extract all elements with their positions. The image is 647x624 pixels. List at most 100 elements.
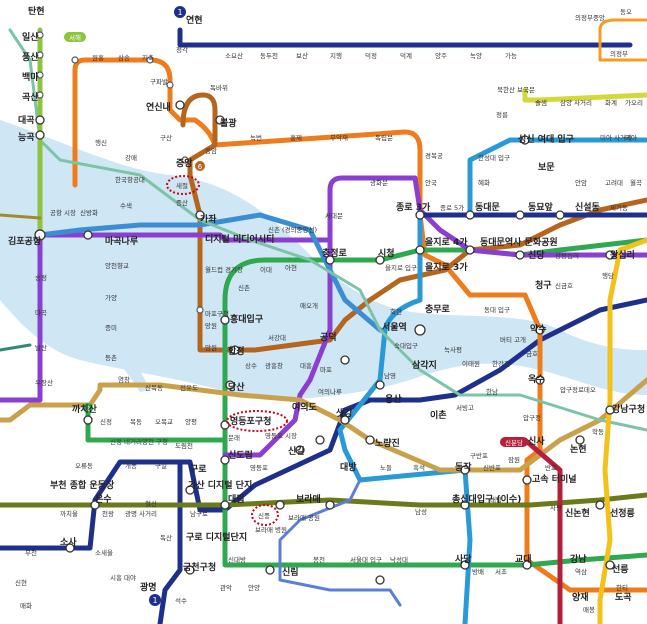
label-bukhansan: 북한산 보국문: [497, 85, 535, 94]
label-jongno3: 종로 3가: [396, 201, 431, 213]
label-jegi: 제기동: [610, 203, 628, 212]
uijeongbu-light: [598, 18, 647, 62]
label-heukseok: 흑석: [413, 463, 425, 472]
label-sinseol: 신설동: [575, 201, 600, 213]
label-bongcheon: 봉천: [313, 555, 325, 564]
label-hakdong: 학동: [592, 427, 604, 436]
label-eungam: 응암: [205, 147, 217, 155]
label-sinpung: 신풍: [258, 511, 270, 520]
label-gurodigital: 구로 디지털단지: [186, 531, 247, 543]
seohae-badge: 서해: [64, 32, 86, 42]
label-hongje: 홍제: [290, 133, 302, 142]
label-ganeung: 가능: [505, 51, 517, 60]
label-noksan: 녹양: [470, 52, 482, 60]
label-muakjae: 무악재: [330, 134, 348, 142]
label-gwangheungchang: 광흥창: [265, 361, 283, 370]
label-gaebong: 개봉: [125, 461, 137, 470]
label-kkachisan: 까치산: [72, 403, 98, 415]
shinbundang-badge: 신분당: [500, 437, 528, 447]
label-yeongdeungpogucheong: 영등포구청: [230, 415, 271, 427]
label-beotigogae: 버티 고개: [500, 335, 526, 344]
label-gasan: 가산 디지털 단지: [188, 479, 252, 491]
label-dongnimmun: 독립문: [375, 134, 393, 142]
label-gyeongbokgung: 경복궁: [425, 151, 443, 160]
label-soyosan: 소요산: [225, 51, 243, 60]
label-dorimcheon: 도림천: [175, 441, 193, 450]
label-sapyeong: 사평: [550, 503, 562, 512]
label-sindaebang: 신대방: [228, 555, 246, 564]
label-ilsan: 일산: [22, 31, 39, 43]
label-jeongneung: 정릉: [496, 110, 508, 119]
label-dogok: 도곡: [615, 592, 632, 603]
label-bulgwang: 불광: [220, 117, 237, 129]
label-ddp: 동대문역사 문화공원: [480, 236, 558, 248]
svg-text:6: 6: [198, 163, 203, 171]
label-miasageori: 미아 사거리: [600, 133, 632, 142]
label-nodeul: 노들: [380, 464, 392, 472]
label-yangcheonhyanggyo: 양천향교: [105, 261, 129, 270]
label-sinjeong: 신정: [100, 417, 112, 426]
label-mangwonsi: 망원: [205, 343, 217, 352]
label-wangsimni: 왕십리: [610, 249, 635, 261]
label-apgujeong: 압구정: [523, 413, 541, 422]
line1-south-badge: 1: [149, 594, 161, 606]
label-deokjeong: 덕정: [365, 51, 377, 60]
label-yaksu: 약수: [530, 323, 547, 335]
label-gongdeok: 공덕: [320, 332, 337, 343]
label-solsaem: 솔샘: [535, 98, 547, 107]
label-seocho: 서초: [495, 567, 507, 576]
label-seodaemun: 서대문: [325, 211, 343, 220]
label-yeonsinnae: 연신내: [146, 101, 171, 113]
label-sosaeul: 소새울: [95, 548, 113, 557]
label-sinsa: 신사: [528, 435, 545, 447]
label-daeheung: 대흥: [300, 361, 312, 370]
label-hapjeong: 합정: [228, 345, 245, 357]
label-worldcup: 월드컵 경기장: [205, 265, 243, 274]
label-yeouido: 여의도: [292, 401, 318, 413]
label-sinchon2: 신촌 (경의중앙선): [268, 225, 317, 234]
label-gwangmyeongsageori: 광명 사거리: [125, 509, 157, 518]
svg-text:서해: 서해: [69, 33, 81, 42]
label-seobinggo: 서빙고: [456, 403, 474, 412]
label-seonjeongneung: 선정릉: [610, 507, 635, 519]
label-daegok: 대곡: [18, 114, 35, 126]
label-sangsu: 상수: [245, 361, 257, 370]
label-geumcheon: 금천구청: [183, 561, 216, 573]
label-balsan: 발산: [35, 343, 47, 352]
line4-north: [467, 137, 647, 218]
label-daebang: 대방: [340, 461, 357, 473]
label-saetgang: 샛강: [336, 407, 353, 419]
label-anyang: 안양: [248, 583, 260, 592]
label-boramaegongwon: 보라매 공원: [288, 513, 320, 522]
label-hyehwa: 혜화: [478, 178, 490, 187]
line2-badge: 2: [83, 403, 93, 413]
label-seogang: 서강대: [268, 333, 286, 342]
label-noryangjin: 노량진: [375, 437, 400, 449]
label-tanhyeon: 탄현: [28, 5, 45, 17]
label-saejeol: 새절: [176, 181, 188, 190]
label-oksu: 옥수: [528, 374, 545, 385]
label-yangcheongucheong: 양천 구청: [142, 437, 168, 446]
label-gajwa: 가좌: [200, 213, 217, 225]
label-mokdong: 목동: [130, 418, 142, 426]
label-sinjeongnegeori: 신정 네거리: [110, 437, 142, 446]
label-sinnonhyeon: 신논현: [565, 507, 590, 519]
label-sangwangsimni: 상왕십리: [555, 251, 579, 260]
airport-railroad: [37, 212, 383, 333]
label-seoulnational: 서울대 입구: [350, 555, 382, 564]
label-magok: 마곡: [35, 308, 47, 317]
label-dangsan: 당산: [228, 381, 245, 393]
line5: [0, 175, 647, 458]
label-guil: 구일: [155, 461, 167, 470]
label-sungshin: 성신 여대 입구: [518, 133, 574, 145]
label-seoulstation: 서울역: [382, 321, 407, 333]
label-yeongdeungposijang: 영등포 시장: [265, 431, 297, 440]
svg-text:1: 1: [152, 596, 157, 605]
label-namguro: 남구로: [190, 509, 208, 518]
label-wonheung: 원흥: [92, 53, 104, 62]
label-geumho: 금호: [526, 350, 538, 358]
label-doksan: 독산: [160, 533, 172, 542]
label-dongducheon: 동두천: [260, 51, 278, 60]
label-anam: 안암: [575, 178, 587, 187]
label-mangwon: 망원: [205, 321, 217, 330]
